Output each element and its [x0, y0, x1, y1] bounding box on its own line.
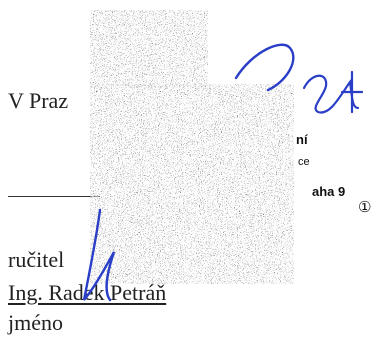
stamp-circled-mark: ①: [358, 199, 372, 216]
signature-line: [8, 196, 100, 197]
stamp-text-line-1: ní: [296, 132, 308, 147]
signature-stroke-digits: [302, 70, 364, 114]
redaction-noise-top: [90, 10, 208, 88]
place-date-line: V Praz: [8, 88, 69, 113]
role-label: ručitel: [8, 247, 65, 272]
stamp-text-line-3: aha 9: [312, 184, 346, 199]
name-caption: jméno: [8, 310, 63, 335]
redaction-noise-main: [90, 84, 294, 284]
stamp-text-line-2: ce: [298, 156, 310, 168]
